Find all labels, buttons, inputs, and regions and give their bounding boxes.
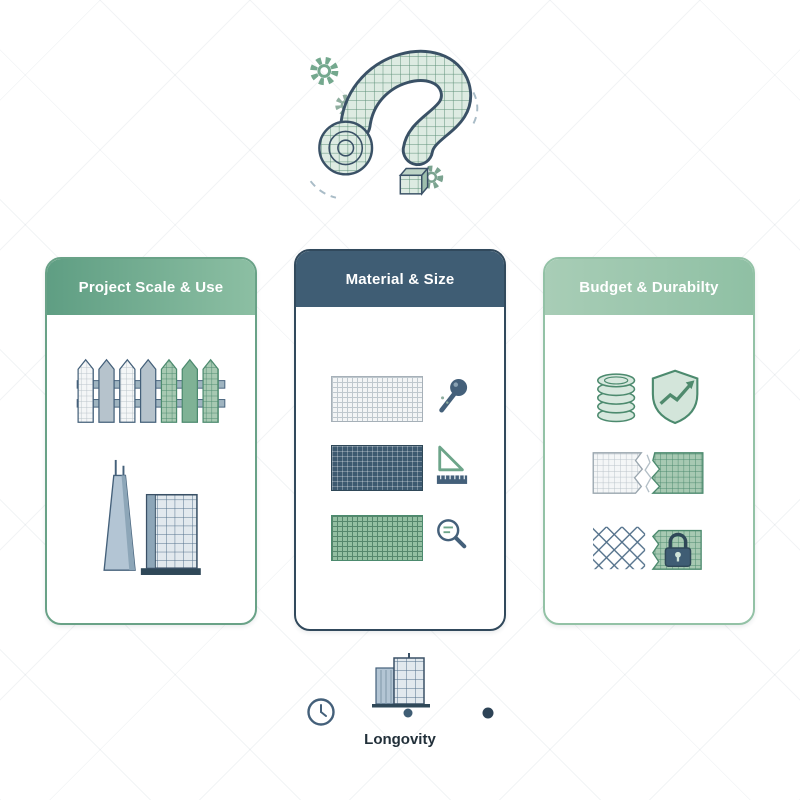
timeline-track — [336, 704, 494, 727]
mesh-option-row — [331, 514, 469, 561]
green-mesh-swatch — [331, 514, 423, 561]
magnifier-icon — [435, 517, 469, 558]
gear-icon — [310, 56, 339, 86]
building-icon — [370, 652, 434, 713]
mesh-option-row — [331, 444, 469, 493]
coin-stack-icon — [596, 372, 636, 422]
buildings-icon — [79, 456, 224, 582]
mesh-roll-icon — [318, 120, 374, 176]
card-header: Project Scale & Use — [47, 259, 255, 315]
card-header: Budget & Durabilty — [545, 259, 753, 315]
timeline-end-dot — [482, 707, 494, 719]
gray-mesh-swatch — [331, 375, 423, 422]
clock-icon — [306, 697, 336, 732]
mesh-question-mark-illustration — [295, 38, 490, 220]
dark-mesh-swatch — [331, 445, 423, 491]
card-body — [545, 315, 753, 623]
budget-row — [591, 359, 707, 432]
card-header: Material & Size — [296, 251, 504, 307]
card-title: Project Scale & Use — [78, 278, 224, 296]
mallet-icon — [435, 377, 469, 420]
shield-growth-icon — [651, 369, 699, 424]
padlock-icon — [664, 532, 692, 567]
card-body — [296, 307, 504, 629]
card-material-size: Material & Size — [294, 249, 506, 631]
torn-mesh-icon — [591, 448, 707, 503]
picket-fence-icon — [75, 356, 227, 432]
card-title: Budget & Durabilty — [579, 278, 719, 296]
card-project-scale-use: Project Scale & Use — [45, 257, 257, 625]
motion-dashes — [472, 92, 479, 125]
mesh-option-row — [331, 375, 469, 422]
timeline-dot — [403, 708, 413, 718]
mesh-question-hook — [339, 49, 473, 167]
locked-mesh-row — [591, 519, 707, 580]
set-square-ruler-icon — [435, 444, 469, 493]
card-title: Material & Size — [345, 270, 455, 288]
card-body — [47, 315, 255, 623]
motion-dashes — [309, 180, 337, 199]
chain-link-icon — [593, 526, 646, 569]
timeline-label: Longovity — [364, 731, 436, 748]
card-budget-durability: Budget & Durabilty — [543, 257, 755, 625]
mesh-cube-icon — [398, 166, 430, 196]
